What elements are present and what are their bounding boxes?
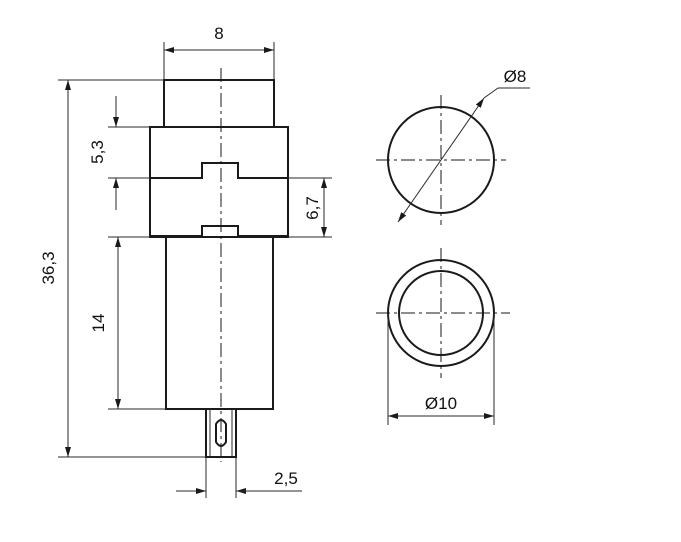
bottom-view: Ø10	[376, 248, 510, 425]
pin-slot	[215, 419, 227, 447]
collar-outline	[149, 126, 289, 238]
dim-body-height: 14	[89, 236, 166, 410]
dim-cap-height: 5,3	[88, 96, 150, 210]
dim-base-diameter-label: Ø10	[425, 394, 457, 413]
dim-top-width-label: 8	[214, 24, 223, 43]
dim-cap-height-label: 5,3	[88, 140, 107, 164]
dim-cap-diameter-line	[397, 97, 485, 223]
dim-cap-diameter-label: Ø8	[504, 67, 527, 86]
body-outline	[165, 236, 274, 410]
dim-collar-height: 6,7	[288, 177, 332, 238]
dim-pin-width: 2,5	[176, 457, 302, 498]
dim-collar-height-label: 6,7	[303, 196, 322, 220]
cap-outline	[163, 79, 275, 128]
collar-notch-upper	[150, 162, 288, 179]
top-view: Ø8	[376, 67, 530, 225]
dim-top-width: 8	[163, 24, 275, 80]
dim-total-height: 36,3	[39, 79, 206, 458]
collar-notch-lower	[150, 225, 288, 237]
dim-pin-width-label: 2,5	[274, 469, 298, 488]
side-view	[149, 68, 289, 462]
dim-body-height-label: 14	[89, 314, 108, 333]
dim-total-height-label: 36,3	[39, 251, 58, 284]
